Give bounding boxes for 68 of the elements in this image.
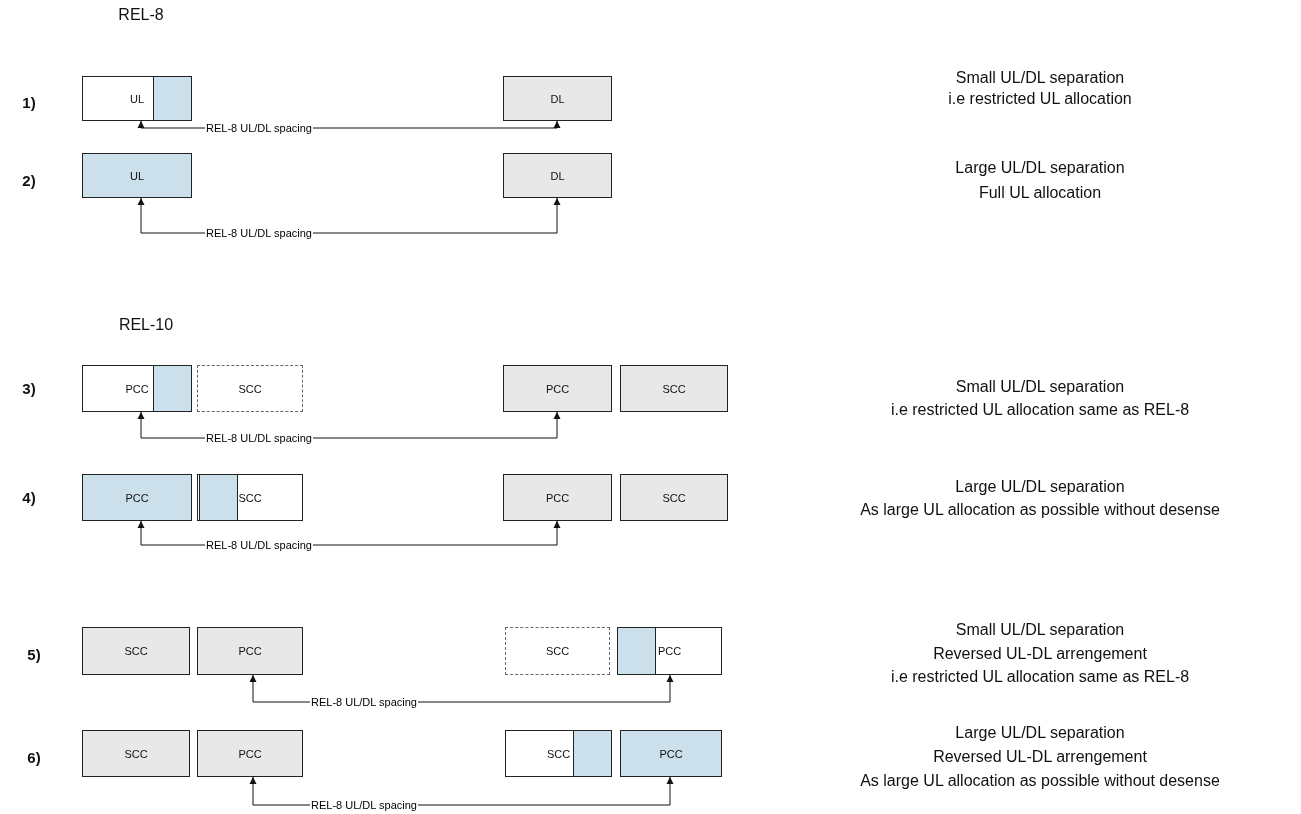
carrier-box (505, 627, 610, 675)
description-text: As large UL allocation as possible without desense (860, 501, 1220, 519)
box-label: PCC (238, 747, 262, 760)
carrier-box (620, 474, 728, 521)
description-text: Small UL/DL separation (955, 378, 1125, 396)
carrier-box (503, 365, 612, 412)
carrier-box (503, 474, 612, 521)
carrier-box (82, 474, 192, 521)
description-text: Small UL/DL separation (955, 69, 1125, 87)
carrier-box (82, 76, 192, 121)
box-label: DL (550, 92, 565, 105)
carrier-box (503, 76, 612, 121)
description-text: Reversed UL-DL arrengement (933, 645, 1147, 663)
box-label: PCC (659, 747, 683, 760)
box-label: SCC (545, 645, 570, 657)
carrier-box (617, 627, 722, 675)
box-label: PCC (657, 645, 682, 657)
box-label: PCC (238, 645, 262, 657)
box-label: UL (129, 169, 145, 182)
carrier-box (197, 474, 303, 521)
box-label: SCC (238, 382, 262, 395)
edge-label: REL-8 UL/DL spacing (205, 432, 313, 444)
carrier-box (197, 627, 303, 675)
row-number: 2) (22, 171, 36, 189)
box-label: PCC (545, 491, 570, 504)
description-text: Full UL allocation (978, 184, 1102, 202)
box-label: SCC (124, 645, 148, 657)
box-label: DL (550, 169, 565, 182)
edge-label: REL-8 UL/DL spacing (205, 539, 313, 551)
description-text: Large UL/DL separation (955, 724, 1125, 742)
box-label: SCC (124, 747, 148, 760)
edge-label: REL-8 UL/DL spacing (310, 799, 418, 811)
row-number: 6) (27, 748, 41, 766)
section-heading: REL-8 (118, 6, 164, 24)
carrier-box (620, 730, 722, 777)
edge-label: REL-8 UL/DL spacing (205, 227, 313, 239)
edge-label: REL-8 UL/DL spacing (205, 122, 313, 134)
description-text: Small UL/DL separation (955, 621, 1125, 639)
edge-label: REL-8 UL/DL spacing (310, 696, 418, 708)
carrier-box (197, 365, 303, 412)
carrier-box (82, 627, 190, 675)
box-label: SCC (662, 382, 686, 395)
carrier-box (505, 730, 612, 777)
carrier-box (82, 730, 190, 777)
description-text: Large UL/DL separation (955, 159, 1125, 177)
box-label: UL (129, 92, 145, 105)
row-number: 4) (22, 488, 36, 506)
description-text: i.e restricted UL allocation same as REL-8 (890, 401, 1190, 419)
box-label: SCC (238, 491, 262, 504)
carrier-box (82, 153, 192, 198)
carrier-box (503, 153, 612, 198)
row-number: 5) (27, 645, 41, 663)
carrier-box (197, 730, 303, 777)
description-text: Reversed UL-DL arrengement (933, 748, 1147, 766)
description-text: i.e restricted UL allocation (948, 90, 1132, 108)
box-label: SCC (662, 491, 686, 504)
section-heading: REL-10 (118, 316, 174, 334)
carrier-box (82, 365, 192, 412)
description-text: As large UL allocation as possible without desense (860, 772, 1220, 790)
description-text: i.e restricted UL allocation same as REL-8 (890, 668, 1190, 686)
box-label: PCC (125, 491, 149, 504)
carrier-box (620, 365, 728, 412)
box-label: PCC (545, 382, 570, 395)
box-label: PCC (125, 382, 149, 395)
row-number: 1) (22, 93, 36, 111)
description-text: Large UL/DL separation (955, 478, 1125, 496)
row-number: 3) (22, 379, 36, 397)
box-label: SCC (546, 747, 571, 760)
